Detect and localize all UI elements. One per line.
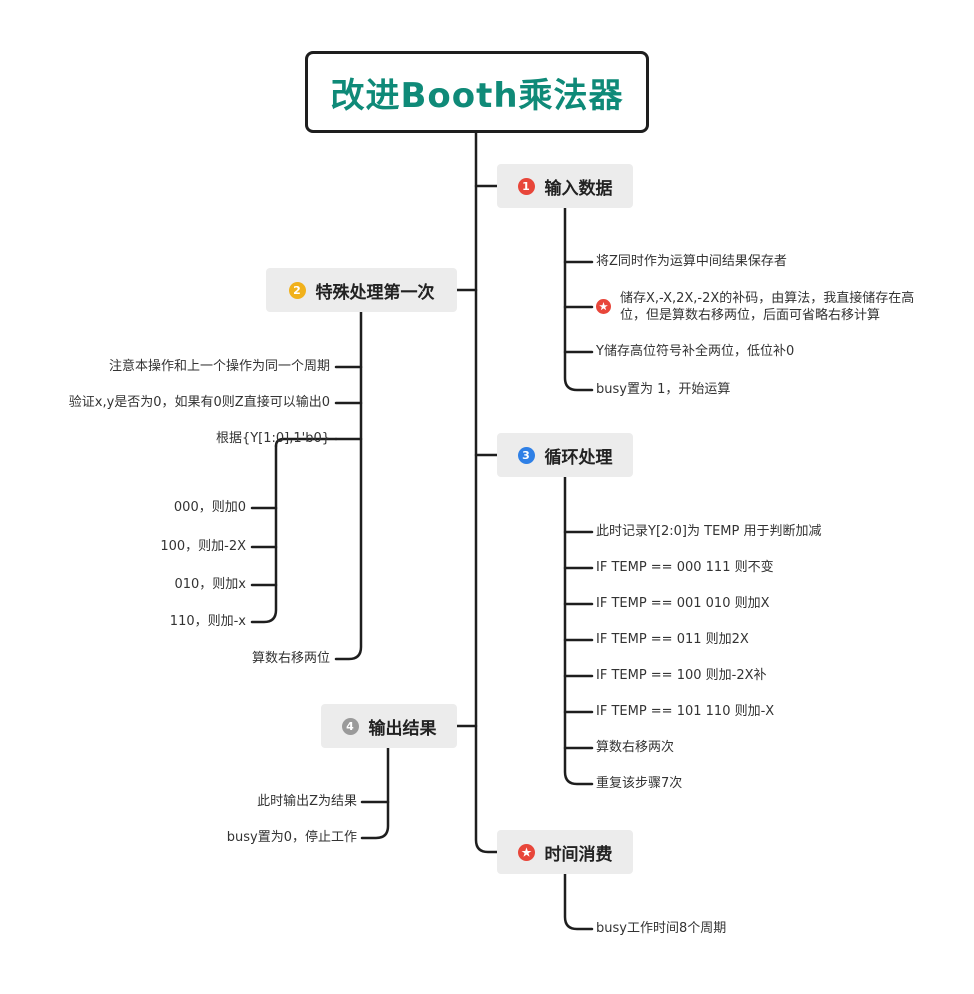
special-item[interactable]: 注意本操作和上一个操作为同一个周期 [108,359,330,374]
root-topic[interactable]: 改进Booth乘法器 [305,51,649,133]
loop-spine [563,475,594,786]
output-item[interactable]: busy置为0，停止工作 [226,830,357,845]
loop-item[interactable]: IF TEMP == 101 110 则加-X [596,704,775,719]
star-icon [517,843,535,861]
output-item[interactable]: 此时输出Z为结果 [257,794,357,809]
branch-loop[interactable]: 3 循环处理 [497,433,633,477]
time-spine [563,872,594,931]
number-one-icon: 1 [517,177,535,195]
branch-loop-label: 循环处理 [544,447,613,468]
loop-item[interactable]: 此时记录Y[2:0]为 TEMP 用于判断加减 [596,524,822,539]
branch-output-label: 输出结果 [368,718,437,739]
number-three-icon: 3 [517,446,535,464]
loop-item[interactable]: 重复该步骤7次 [596,776,683,791]
number-four-icon: 4 [341,717,359,735]
loop-item[interactable]: IF TEMP == 100 则加-2X补 [596,668,767,683]
branch-input-label: 输入数据 [544,178,613,199]
input-item[interactable]: 将Z同时作为运算中间结果保存者 [596,254,787,269]
time-item[interactable]: busy工作时间8个周期 [596,921,727,936]
trunk-line [474,131,499,854]
special-sub-item[interactable]: 100，则加-2X [160,539,246,554]
special-spine [334,310,363,661]
loop-item[interactable]: IF TEMP == 001 010 则加X [596,596,770,611]
input-item[interactable]: Y储存高位符号补全两位，低位补0 [596,344,795,359]
loop-item[interactable]: IF TEMP == 011 则加2X [596,632,749,647]
input-spine [563,206,594,392]
star-icon [596,299,611,318]
special-item[interactable]: 算数右移两位 [251,651,330,666]
number-two-icon: 2 [288,281,306,299]
special-sub-spine [250,444,278,624]
special-item[interactable]: 验证x,y是否为0，如果有0则Z直接可以输出0 [68,395,330,410]
special-sub-item[interactable]: 010，则加x [174,577,246,592]
special-sub-item[interactable]: 000，则加0 [173,500,246,515]
branch-special-label: 特殊处理第一次 [315,282,435,303]
branch-output[interactable]: 4 输出结果 [321,704,457,748]
branch-input[interactable]: 1 输入数据 [497,164,633,208]
loop-item[interactable]: 算数右移两次 [596,740,675,755]
branch-time-label: 时间消费 [544,844,613,865]
branch-special[interactable]: 2 特殊处理第一次 [266,268,457,312]
branch-time[interactable]: 时间消费 [497,830,633,874]
input-item[interactable]: 储存X,-X,2X,-2X的补码，由算法，我直接储存在高位，但是算数右移两位，后… [620,291,915,323]
special-sub-item[interactable]: 110，则加-x [169,614,246,629]
output-spine [360,746,390,840]
loop-item[interactable]: IF TEMP == 000 111 则不变 [596,560,774,575]
special-item[interactable]: 根据{Y[1:0],1'b0} [215,431,330,446]
input-item[interactable]: busy置为 1，开始运算 [596,382,731,397]
